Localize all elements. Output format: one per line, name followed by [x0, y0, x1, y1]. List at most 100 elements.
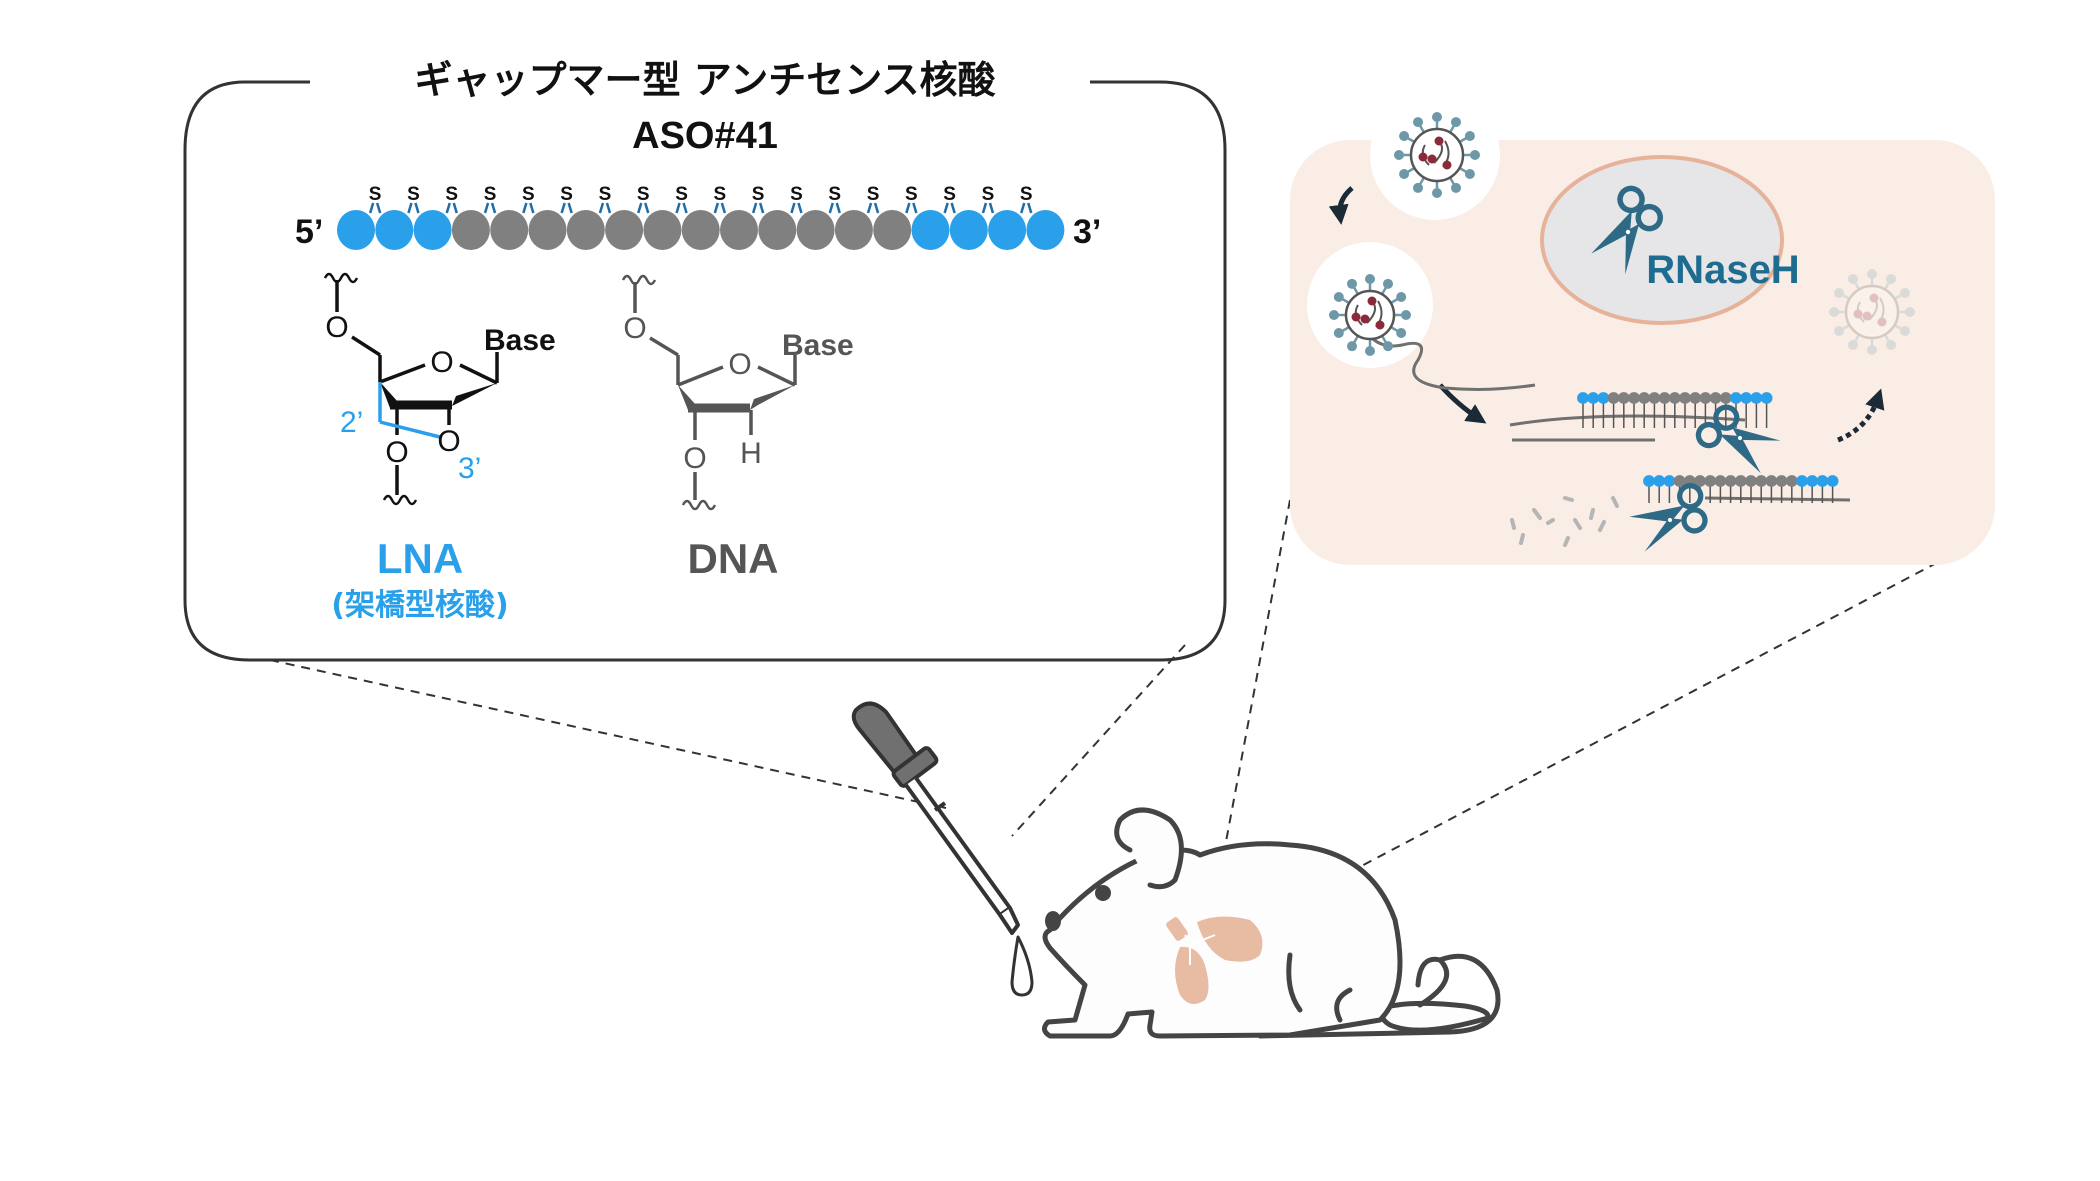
- aso-callout-box: [183, 80, 1227, 662]
- rna-fragment: [1573, 518, 1582, 530]
- phosphorothioate-bond: [407, 202, 413, 214]
- nucleocapsid: [1434, 136, 1444, 146]
- sulfur-label: S: [828, 184, 841, 205]
- spike-head: [1464, 131, 1475, 141]
- dna-mini-nucleotide: [1714, 475, 1727, 487]
- dna-nucleotide: [758, 210, 797, 250]
- phosphorothioate-bond: [981, 202, 988, 214]
- dna-nucleotide: [796, 210, 835, 250]
- dna-ring-oxygen: O: [728, 348, 751, 381]
- spike-protein: [1893, 323, 1906, 333]
- rna-fragment: [1532, 508, 1542, 520]
- target-rna-3: [1704, 496, 1851, 502]
- phosphorothioate-bond: [529, 202, 535, 214]
- sulfur-label: S: [599, 184, 612, 205]
- virus-envelope: [1409, 127, 1465, 183]
- sulfur-label: S: [867, 184, 880, 205]
- sulfur-label: S: [982, 184, 995, 205]
- sulfur-label: S: [752, 184, 765, 205]
- rna-fragment: [1598, 520, 1606, 532]
- spike-protein: [1838, 291, 1851, 301]
- mouse-illustration: [1042, 807, 1501, 1039]
- spike-protein: [1883, 278, 1893, 291]
- dna-nucleotide: [605, 210, 644, 250]
- spike-head: [1886, 274, 1896, 285]
- spike-head: [1365, 346, 1375, 356]
- dna-mini-nucleotide: [1734, 475, 1747, 487]
- nucleocapsid: [1427, 154, 1437, 164]
- nucleocapsid: [1862, 311, 1872, 321]
- lna-oxygen-5: O: [325, 311, 348, 344]
- dna-mini-nucleotide: [1648, 392, 1661, 404]
- lna-bridge: [378, 382, 441, 439]
- dna-mini-nucleotide: [1694, 475, 1706, 487]
- spike-head: [1867, 269, 1877, 279]
- phosphorothioate-bond: [375, 202, 382, 214]
- dna-mini-nucleotide: [1689, 392, 1702, 404]
- rna-fragment: [1589, 508, 1595, 520]
- phosphorothioate-bond: [522, 202, 528, 214]
- aso-duplex-1: [1577, 392, 1773, 428]
- spike-head: [1848, 339, 1858, 350]
- dna-mini-nucleotide: [1724, 475, 1737, 487]
- spike-head: [1399, 131, 1410, 141]
- virus-genome: [1856, 297, 1885, 325]
- dna-mini-nucleotide: [1658, 392, 1671, 404]
- phosphorothioate-bond: [1020, 202, 1026, 214]
- sulfur-label: S: [560, 184, 573, 205]
- virus-uncoating: [1329, 274, 1411, 356]
- lna-2prime-label: 2’: [340, 406, 363, 439]
- replication-blocked-arrow: [1837, 388, 1885, 443]
- sulfur-label: S: [943, 184, 956, 205]
- spike-head: [1899, 288, 1910, 298]
- spike-head: [1394, 150, 1404, 160]
- phosphorothioate-bond: [414, 202, 420, 214]
- spike-protein: [1893, 291, 1906, 301]
- nucleocapsid: [1877, 317, 1887, 327]
- spike-head: [1432, 112, 1442, 122]
- lna-nucleotide: [988, 210, 1027, 250]
- dna-mini-nucleotide: [1679, 392, 1691, 404]
- lna-nucleotide: [413, 210, 452, 250]
- spike-head: [1886, 339, 1896, 350]
- lna-wavy-bond-bottom: [382, 494, 418, 506]
- spike-head: [1413, 117, 1423, 128]
- dna-mini-nucleotide: [1785, 475, 1798, 487]
- dna-nucleotide: [566, 210, 605, 250]
- lna-3prime-label: 3’: [458, 452, 481, 485]
- phosphorothioate-bond: [452, 202, 458, 214]
- phosphorothioate-bond: [873, 202, 880, 214]
- dna-nucleotide: [873, 210, 912, 250]
- spike-head: [1829, 307, 1839, 317]
- lna-mini-nucleotide: [1653, 475, 1666, 487]
- phosphorothioate-bond: [790, 202, 796, 214]
- lna-nucleotide: [949, 210, 988, 250]
- mouse-eye: [1095, 885, 1111, 901]
- virus-blocked: [1829, 269, 1915, 355]
- nucleocapsid: [1869, 293, 1879, 303]
- lna-mini-nucleotide: [1760, 392, 1773, 404]
- spike-head: [1867, 345, 1877, 355]
- rna-fragment: [1563, 536, 1570, 547]
- dna-nucleotide: [834, 210, 873, 250]
- rna-fragment: [1611, 496, 1619, 508]
- lna-label: LNA: [377, 535, 463, 582]
- lungs-icon: [1166, 916, 1263, 1004]
- dna-structure: [621, 274, 797, 511]
- spike-protein: [1851, 278, 1861, 291]
- phosphorothioate-bond: [1027, 202, 1033, 214]
- spike-head: [1848, 274, 1858, 285]
- phosphorothioate-bond: [988, 202, 995, 214]
- dna-mini-nucleotide: [1719, 392, 1732, 404]
- spike-protein: [1883, 333, 1893, 346]
- droplet-icon: [1010, 935, 1034, 997]
- phosphorothioate-bond: [490, 202, 497, 214]
- lna-mini-nucleotide: [1816, 475, 1829, 487]
- spike-head: [1333, 328, 1344, 338]
- spike-head: [1834, 288, 1845, 298]
- rna-fragment: [1546, 518, 1555, 525]
- lna-mini-nucleotide: [1806, 475, 1819, 487]
- dna-nucleotide: [528, 210, 567, 250]
- lna-mini-nucleotide: [1796, 475, 1808, 487]
